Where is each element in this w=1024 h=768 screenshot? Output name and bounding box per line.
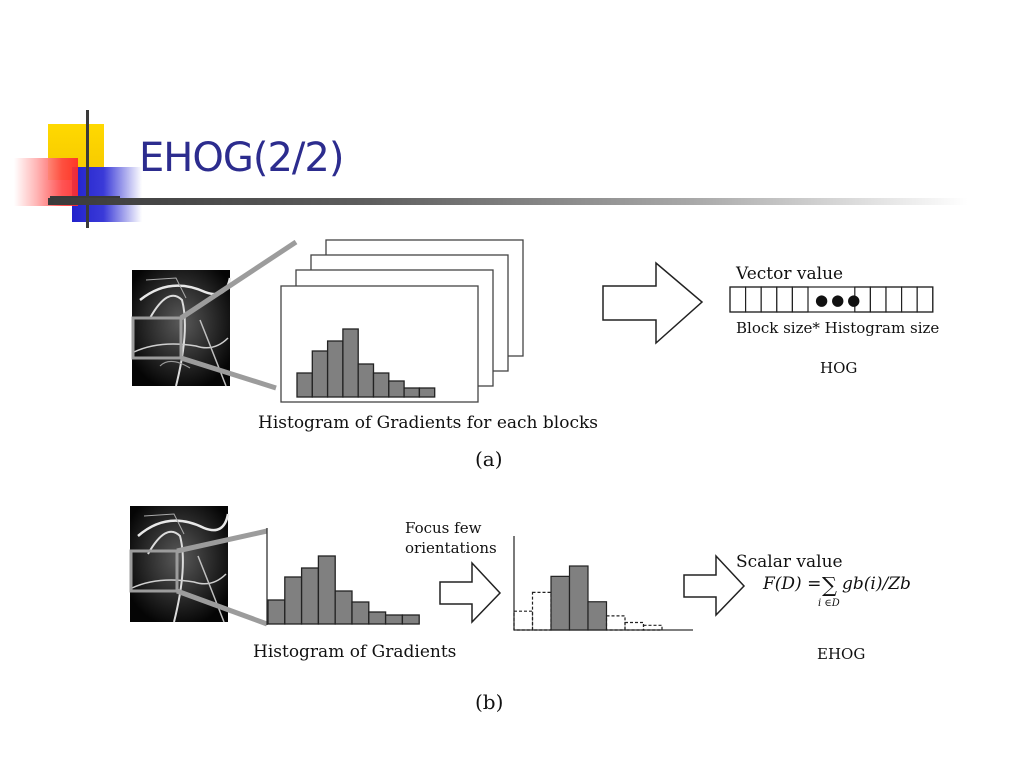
vector-cell [916,286,934,313]
histogram-b-bar [384,614,404,625]
suppressed-histogram-bar [605,615,626,631]
suppressed-histogram-bar [513,610,534,631]
vector-label: Vector value [735,264,843,284]
vector-size-label: Block size* Histogram size [736,319,939,337]
focus-label-line1: Focus few [405,519,482,537]
histogram-a-bar [311,350,329,398]
slide-title: EHOG(2/2) [139,135,344,181]
decor-blue-square [72,167,142,222]
histogram-b-bar [401,614,420,625]
zoom-line-top-b [176,528,268,554]
zoom-line-top-a [179,239,298,321]
vector-frame [729,286,934,313]
focus-label-line2: orientations [405,539,497,557]
vector-cell [776,286,793,313]
formula-index: i ∈D [818,598,840,609]
title-underline [48,198,968,205]
suppressed-histogram-bar [531,591,552,631]
focused-histogram-bar [550,575,571,631]
panel-a: Histogram of Gradients for each blocks V… [131,239,939,471]
histogram-caption-b: Histogram of Gradients [253,642,456,662]
formula-sum-icon: ∑ [822,573,837,597]
histogram-b-bar [334,590,353,625]
vector-cell [729,286,747,313]
histogram-a-bar [357,363,375,398]
focused-histogram-bar [587,601,608,631]
zoom-line-bottom-b [176,588,268,627]
vector-dots: ●●● [815,291,863,309]
focused-histogram [513,565,663,631]
formula-lhs: F(D) = [762,574,821,594]
histogram-a-bar [418,387,436,398]
vector-cell [744,286,762,313]
histogram-b [267,555,420,625]
zoom-line-bottom-a [180,355,277,391]
suppressed-histogram-bar [642,624,663,631]
suppressed-histogram-bar [624,621,645,631]
histogram-b-bar [300,567,320,625]
panel-label-a: (a) [475,447,503,471]
right-arrow-icon [602,261,704,345]
vector-cell [869,286,887,313]
histogram-b-bar [351,601,370,625]
histogram-b-bar [317,555,336,625]
histogram-a-bar [372,372,390,398]
panel-label-b: (b) [475,690,503,714]
panel-b: Histogram of Gradients Focus few orienta… [129,506,911,714]
histogram-a-bar [342,328,359,398]
histogram-a-bar [296,372,313,398]
decor-horizontal-line [50,196,120,199]
vector-cell [760,286,778,313]
ehog-formula: F(D) = ∑ gb(i)/Zb i ∈D [762,573,911,609]
histogram-b-bar [284,576,303,625]
histogram-a-bar [326,340,344,398]
right-arrow-icon [439,561,502,624]
histogram-a-bar [388,380,405,398]
vector-cell [791,286,809,313]
histogram-a [296,328,436,398]
histogram-a-bar [403,387,421,398]
vector-cell [885,286,903,313]
right-arrow-icon [683,554,746,617]
method-label-hog: HOG [820,359,857,377]
blocks-caption: Histogram of Gradients for each blocks [258,413,598,433]
focused-histogram-bar [568,565,589,631]
decor-vertical-line [86,110,89,228]
vector-cell [900,286,918,313]
vector-value-cells [729,286,934,313]
method-label-ehog: EHOG [817,645,865,663]
histogram-b-bar [368,611,387,625]
formula-body: gb(i)/Zb [842,574,911,594]
histogram-b-bar [267,599,286,625]
scalar-label: Scalar value [736,552,843,572]
